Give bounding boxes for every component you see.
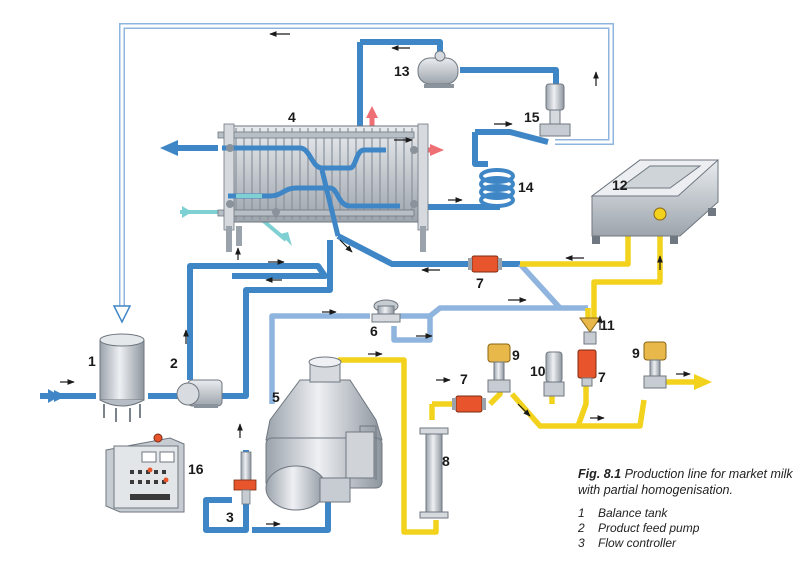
callout-2: 2 — [170, 355, 178, 371]
separator — [265, 356, 383, 511]
constant-pressure-valve — [371, 299, 401, 323]
vent-return-line — [112, 23, 614, 324]
callout-1: 1 — [88, 353, 96, 369]
homogeniser — [590, 159, 720, 244]
orifice-valve — [579, 317, 601, 345]
homogeniser-holding-cell — [419, 427, 449, 519]
callout-4: 4 — [288, 109, 296, 125]
callout-15: 15 — [524, 109, 540, 125]
hot-water-inlet-arrow — [430, 144, 444, 156]
callout-3: 3 — [226, 509, 234, 525]
plate-heat-exchanger — [217, 123, 429, 252]
cream-outlet-arrow — [694, 374, 712, 390]
callout-10: 10 — [530, 363, 546, 379]
legend-text: Flow controller — [598, 536, 677, 550]
caption-figure-label: Fig. 8.1 — [578, 467, 622, 481]
product-feed-pump — [176, 379, 223, 408]
callout-8: 8 — [442, 453, 450, 469]
return-pipes — [269, 262, 588, 404]
milk-outlet-arrow — [160, 140, 178, 156]
legend-item: 3 Flow controller — [578, 536, 800, 551]
legend-text: Product feed pump — [598, 521, 700, 535]
callout-11: 11 — [600, 317, 615, 333]
shutoff-valve-b — [643, 341, 667, 389]
balance-tank — [99, 333, 145, 422]
callout-14: 14 — [518, 179, 534, 195]
booster-pump — [417, 50, 459, 88]
caption-figure-title: Production line for market milk with par… — [578, 467, 793, 497]
regulating-valve — [543, 351, 565, 397]
milk-inlet-arrow — [48, 389, 60, 403]
callout-9a: 9 — [512, 347, 520, 363]
callout-16: 16 — [188, 461, 204, 477]
callout-5: 5 — [272, 389, 280, 405]
flow-controller — [233, 451, 257, 505]
flow-transmitter-a — [468, 255, 502, 273]
callout-9b: 9 — [632, 345, 640, 361]
caption-title: Fig. 8.1 Production line for market milk… — [578, 466, 800, 498]
legend-number: 3 — [578, 536, 585, 550]
legend-number: 1 — [578, 506, 585, 520]
callout-12: 12 — [612, 177, 628, 193]
callout-13: 13 — [394, 63, 410, 79]
callout-7a: 7 — [476, 275, 484, 291]
figure-caption: Fig. 8.1 Production line for market milk… — [578, 466, 800, 551]
component-legend: 1 Balance tank 2 Product feed pump 3 Flow c… — [578, 506, 800, 551]
flow-transmitter-b — [452, 395, 486, 413]
holding-tube — [479, 168, 515, 208]
control-panel — [105, 433, 185, 513]
legend-item: 2 Product feed pump — [578, 521, 800, 536]
legend-item: 1 Balance tank — [578, 506, 800, 521]
callout-7b: 7 — [460, 371, 468, 387]
raw-milk-pipes — [40, 39, 559, 533]
hot-water-arrow — [366, 106, 378, 118]
legend-text: Balance tank — [598, 506, 668, 520]
shutoff-valve-a — [487, 343, 511, 393]
flow-arrows — [60, 31, 691, 527]
callout-7c: 7 — [598, 369, 606, 385]
flow-transmitter-c — [577, 349, 597, 387]
flow-diversion-valve — [539, 83, 571, 137]
callout-labels: 1 2 3 4 5 6 7 7 7 8 9 9 10 11 12 13 14 1… — [88, 63, 640, 525]
callout-6: 6 — [370, 323, 378, 339]
legend-number: 2 — [578, 521, 585, 535]
